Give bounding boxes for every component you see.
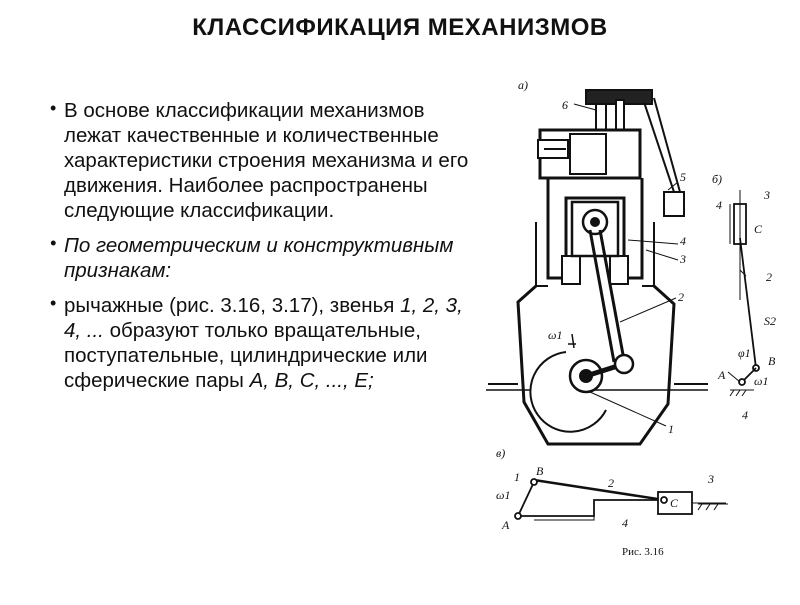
kinematic-scheme-b: [727, 190, 760, 397]
part-v-num-3: 3: [708, 472, 714, 486]
bullet-geometric: По геометрическим и конструктивным призн…: [50, 231, 475, 283]
bullet-intro: В основе классификации механизмов лежат …: [50, 96, 475, 223]
part-a-num-1: 1: [668, 422, 674, 436]
mechanism-figure: а) б) в) 6 5 4 3 2 1 ω1 4 3 С 2 S2 В А ω…: [478, 72, 800, 600]
part-a-num-4: 4: [680, 234, 686, 248]
part-v-num-4: 4: [622, 516, 628, 530]
part-v-omega: ω1: [496, 488, 511, 502]
part-b-A: А: [718, 368, 726, 382]
mechanism-drawing: [486, 89, 760, 521]
part-v-num-1: 1: [514, 470, 520, 484]
part-a-num-2: 2: [678, 290, 684, 304]
part-b-omega: ω1: [754, 374, 769, 388]
figure-label-v: в): [496, 446, 506, 460]
part-b-num-3: 3: [764, 188, 770, 202]
part-v-C: С: [670, 496, 679, 510]
bullet-list: В основе классификации механизмов лежат …: [50, 96, 475, 403]
bullet-lever-pairs: А, В, С, ..., Е;: [249, 369, 374, 392]
part-a-num-3: 3: [680, 252, 686, 266]
part-a-num-6: 6: [562, 98, 568, 112]
bullet-lever-prefix: рычажные (рис. 3.16, 3.17), звенья: [64, 294, 401, 317]
part-v-num-2: 2: [608, 476, 614, 490]
part-b-C: С: [754, 222, 763, 236]
figure-label-b: б): [712, 172, 723, 186]
slide-title: КЛАССИФИКАЦИЯ МЕХАНИЗМОВ: [192, 14, 608, 41]
part-v-B: В: [536, 464, 544, 478]
figure-caption: Рис. 3.16: [622, 546, 664, 558]
part-b-phi: φ1: [738, 346, 751, 360]
part-b-num-4b: 4: [742, 408, 748, 422]
part-b-num-2: 2: [766, 270, 772, 284]
part-a-omega: ω1: [548, 328, 563, 342]
bullet-lever: рычажные (рис. 3.16, 3.17), звенья 1, 2,…: [50, 291, 475, 393]
part-b-B: В: [768, 354, 776, 368]
bullet-lever-mid: образуют только вращательные, поступател…: [64, 319, 428, 392]
part-b-num-4: 4: [716, 198, 722, 212]
part-b-S2: S2: [764, 314, 776, 328]
figure-label-a: а): [518, 78, 528, 92]
bullet-lever-links: 1, 2, 3, 4, ...: [64, 294, 463, 342]
kinematic-scheme-v: [514, 478, 728, 521]
engine-section: [486, 89, 708, 446]
part-a-num-5: 5: [680, 170, 686, 184]
part-v-A: А: [502, 518, 510, 532]
